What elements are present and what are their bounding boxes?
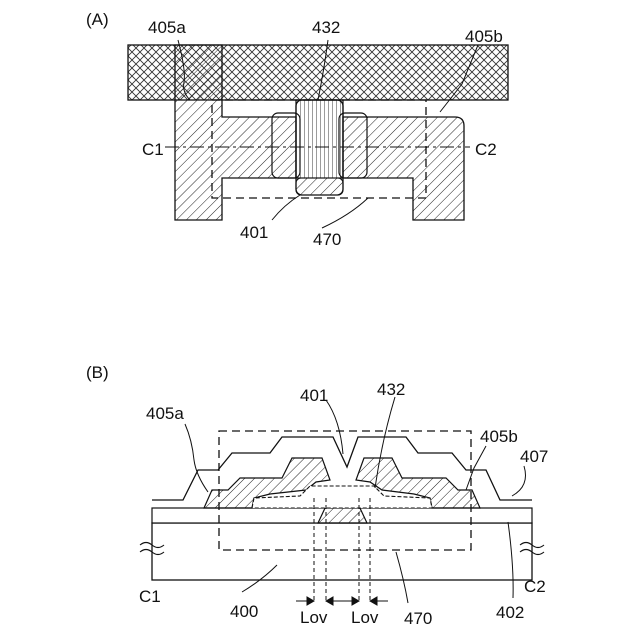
label-432-b: 432 [377,380,405,399]
panel-b: (B) [86,363,548,628]
panel-b-tag: (B) [86,363,109,382]
label-c1-b: C1 [139,587,161,606]
label-470-a: 470 [313,230,341,249]
label-405b-b: 405b [480,427,518,446]
label-c2-a: C2 [475,140,497,159]
label-c2-b: C2 [524,577,546,596]
label-lov-left: Lov [300,608,328,627]
panel-a-tag: (A) [86,10,109,29]
label-405b-a: 405b [465,27,503,46]
label-407-b: 407 [520,447,548,466]
label-c1-a: C1 [142,140,164,159]
label-405a-a: 405a [148,18,186,37]
label-400-b: 400 [230,602,258,621]
label-lov-right: Lov [351,608,379,627]
semiconductor-layer-a [296,100,343,178]
label-432-a: 432 [312,18,340,37]
label-401-a: 401 [240,223,268,242]
label-405a-b: 405a [146,404,184,423]
gate-bottom-hatch [296,178,343,195]
label-401-b: 401 [300,386,328,405]
substrate [152,523,532,580]
label-402-b: 402 [496,603,524,622]
label-470-b: 470 [404,609,432,628]
panel-a: (A) 405a 432 405b C1 C2 401 470 [86,10,508,249]
lov-arrows [296,597,388,605]
